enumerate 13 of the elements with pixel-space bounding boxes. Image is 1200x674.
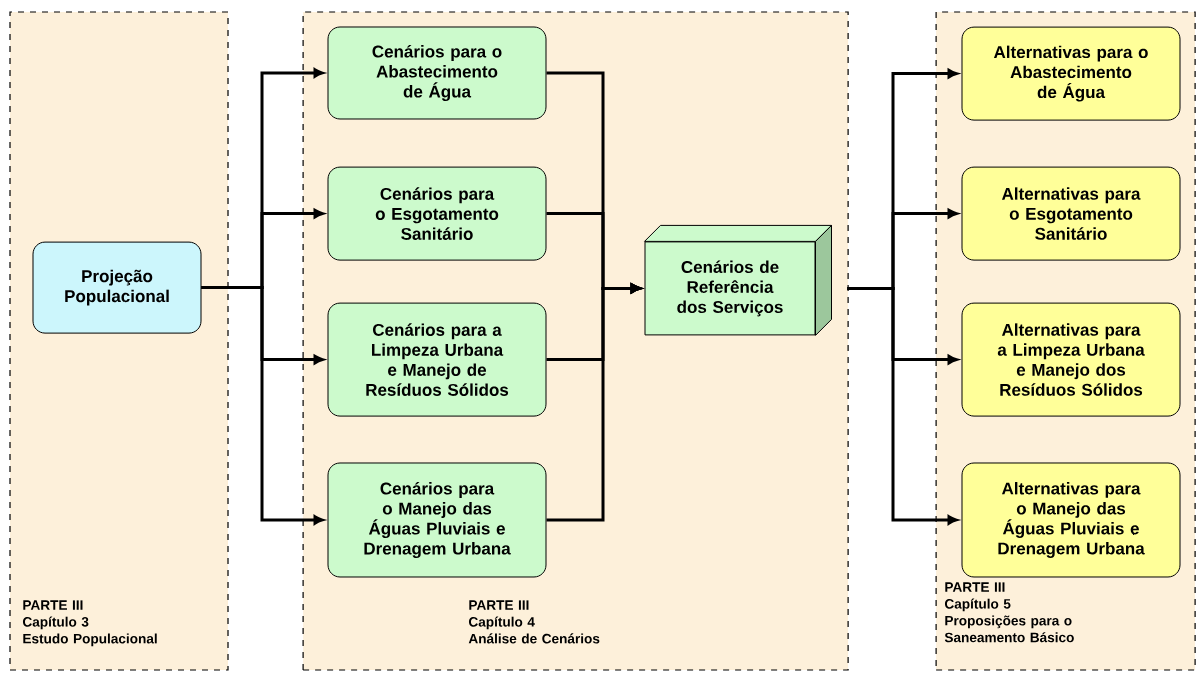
rounded-box: Alternativas para o Abastecimento de Água xyxy=(961,26,1181,121)
chapter-label: PARTE III Capítulo 5 Proposições para o Saneamento Básico xyxy=(944,582,1074,643)
rounded-box: Cenários para o Abastecimento de Água xyxy=(327,26,547,120)
rounded-box: Cenários para o Manejo das Águas Pluviais e Drenagem Urbana xyxy=(327,462,547,578)
rounded-box: Cenários para o Esgotamento Sanitário xyxy=(327,166,547,261)
rounded-box: Alternativas para o Esgotamento Sanitário xyxy=(961,166,1181,261)
chapter-label: PARTE III Capítulo 3 Estudo Populacional xyxy=(22,600,157,647)
rounded-box: Alternativas para o Manejo das Águas Pluviais e Drenagem Urbana xyxy=(961,462,1181,578)
rounded-box: Cenários para a Limpeza Urbana e Manejo de Resíduos Sólidos xyxy=(327,302,547,417)
rounded-box: Projeção Populacional xyxy=(32,241,202,334)
cube-box: Cenários de Referência dos Serviços xyxy=(644,224,832,336)
chapter-label: PARTE III Capítulo 4 Análise de Cenários xyxy=(468,600,600,644)
rounded-box: Alternativas para a Limpeza Urbana e Manejo dos Resíduos Sólidos xyxy=(961,302,1181,417)
